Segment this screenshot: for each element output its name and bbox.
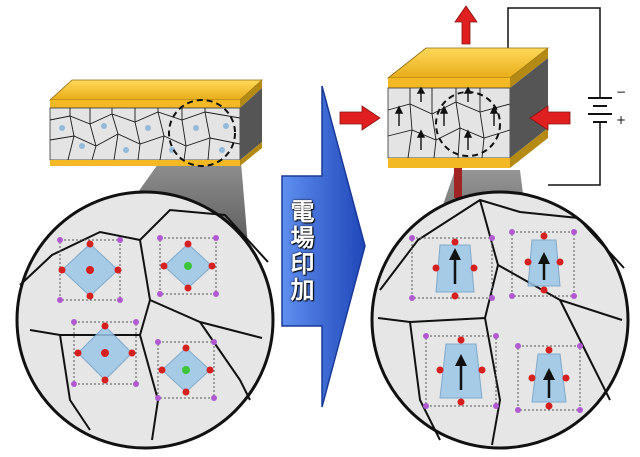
process-arrow bbox=[281, 85, 366, 408]
left-crystal-cell bbox=[157, 235, 219, 297]
right-crystal-cell bbox=[509, 229, 577, 299]
right-ceramic-slab bbox=[386, 47, 550, 168]
process-label: 電場印加 bbox=[286, 199, 314, 303]
polarization-arrow-icon bbox=[543, 368, 555, 398]
right-panel: − + bbox=[339, 5, 630, 450]
left-crystal-cell bbox=[71, 319, 139, 387]
left-crystal-cell bbox=[155, 339, 217, 401]
polarization-arrow-icon bbox=[455, 354, 467, 390]
right-crystal-cell bbox=[515, 343, 583, 413]
electrode-lead bbox=[454, 168, 462, 198]
right-magnified-view bbox=[370, 190, 630, 450]
left-ceramic-slab bbox=[48, 79, 264, 167]
left-magnified-view bbox=[15, 190, 275, 450]
right-crystal-cell bbox=[409, 235, 495, 301]
left-panel bbox=[15, 79, 275, 450]
field-arrow-icon bbox=[339, 5, 571, 131]
right-crystal-cell bbox=[423, 333, 499, 409]
battery-plus-label: + bbox=[616, 113, 626, 127]
dashed-circle-icon bbox=[168, 99, 236, 167]
left-crystal-cell bbox=[57, 237, 123, 303]
battery-minus-label: − bbox=[616, 85, 626, 99]
battery-icon bbox=[507, 7, 612, 186]
polarization-arrow-icon bbox=[449, 248, 461, 284]
polarization-arrow-icon bbox=[538, 252, 550, 280]
dashed-circle-icon bbox=[435, 91, 501, 157]
